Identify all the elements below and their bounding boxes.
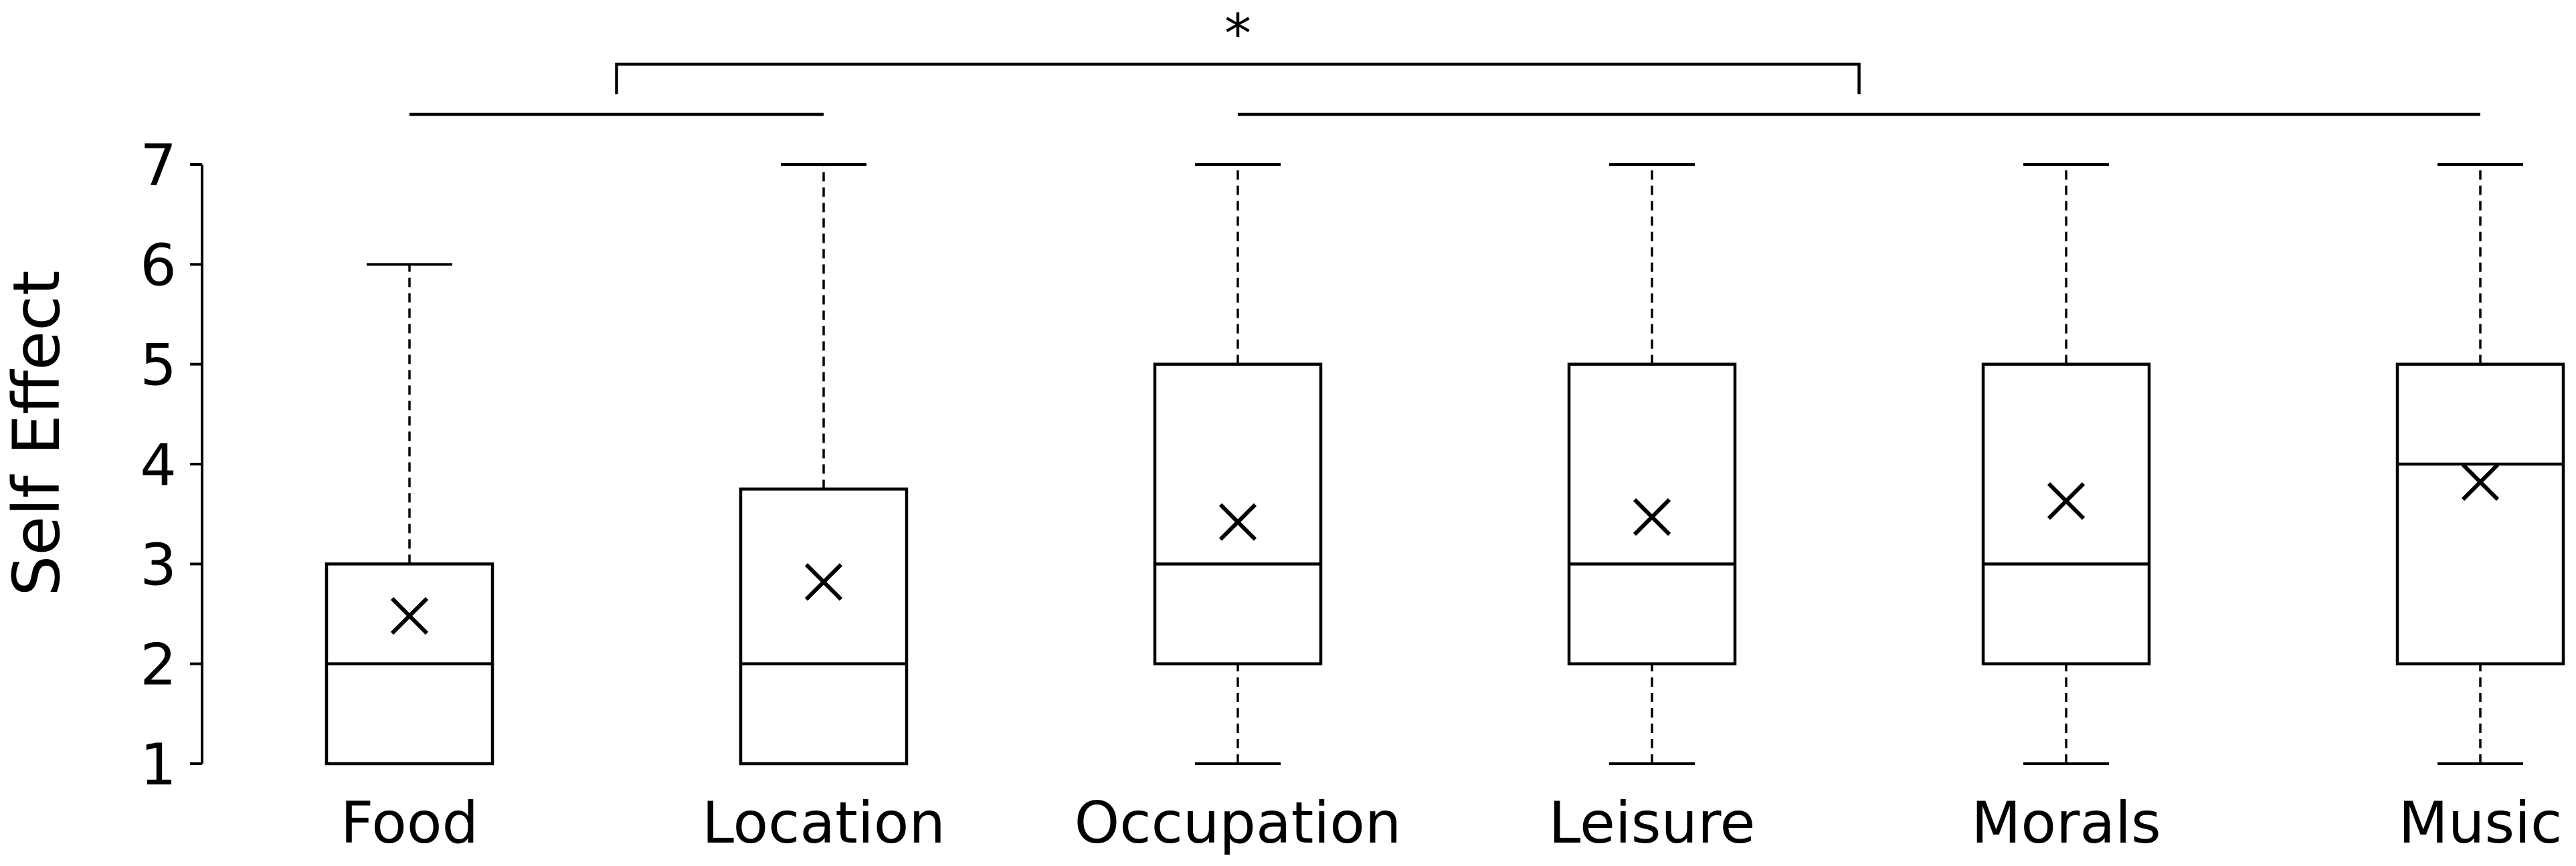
y-tick-label: 1	[140, 732, 177, 798]
y-axis-ticks: 1 2 3 4 5 6 7	[140, 132, 202, 798]
iqr-box	[2395, 362, 2565, 665]
x-category-label: Occupation	[1075, 790, 1402, 857]
box-location	[739, 163, 909, 766]
mean-marker	[804, 563, 843, 601]
mean-marker	[390, 597, 429, 635]
y-axis-label: Self Effect	[0, 270, 74, 596]
mean-stroke	[2047, 482, 2086, 520]
x-category-label: Music	[2399, 790, 2563, 857]
x-category-label: Food	[341, 790, 478, 857]
x-category-label: Morals	[1971, 790, 2161, 857]
y-tick-label: 5	[140, 332, 177, 399]
y-tick-label: 3	[140, 532, 177, 599]
mean-stroke	[390, 597, 429, 635]
box-food	[325, 263, 494, 766]
y-tick-label: 7	[140, 132, 177, 199]
iqr-box	[739, 488, 909, 766]
mean-stroke	[804, 563, 843, 601]
mean-stroke	[1218, 503, 1257, 541]
box-occupation	[1153, 163, 1323, 765]
significance-annotation: *	[409, 3, 2480, 116]
mean-marker	[2461, 463, 2500, 502]
iqr-box	[1153, 362, 1323, 665]
mean-marker	[1218, 503, 1257, 541]
box-leisure	[1567, 163, 1737, 765]
mean-marker	[1633, 498, 1671, 536]
mean-stroke	[1633, 498, 1671, 536]
x-axis-labels: Food Location Occupation Leisure Morals Music	[341, 790, 2562, 857]
y-tick-label: 4	[140, 432, 177, 499]
significance-bracket	[615, 62, 1861, 94]
x-category-label: Location	[702, 790, 945, 857]
significance-star: *	[1224, 3, 1251, 65]
box-series	[325, 163, 2565, 766]
x-category-label: Leisure	[1549, 790, 1756, 857]
mean-marker	[2047, 482, 2086, 520]
mean-stroke	[2461, 463, 2500, 502]
y-tick-label: 2	[140, 632, 177, 699]
y-tick-label: 6	[140, 232, 177, 299]
box-music	[2395, 163, 2565, 765]
iqr-box	[1981, 362, 2151, 665]
iqr-box	[1567, 362, 1737, 665]
box-morals	[1981, 163, 2151, 765]
